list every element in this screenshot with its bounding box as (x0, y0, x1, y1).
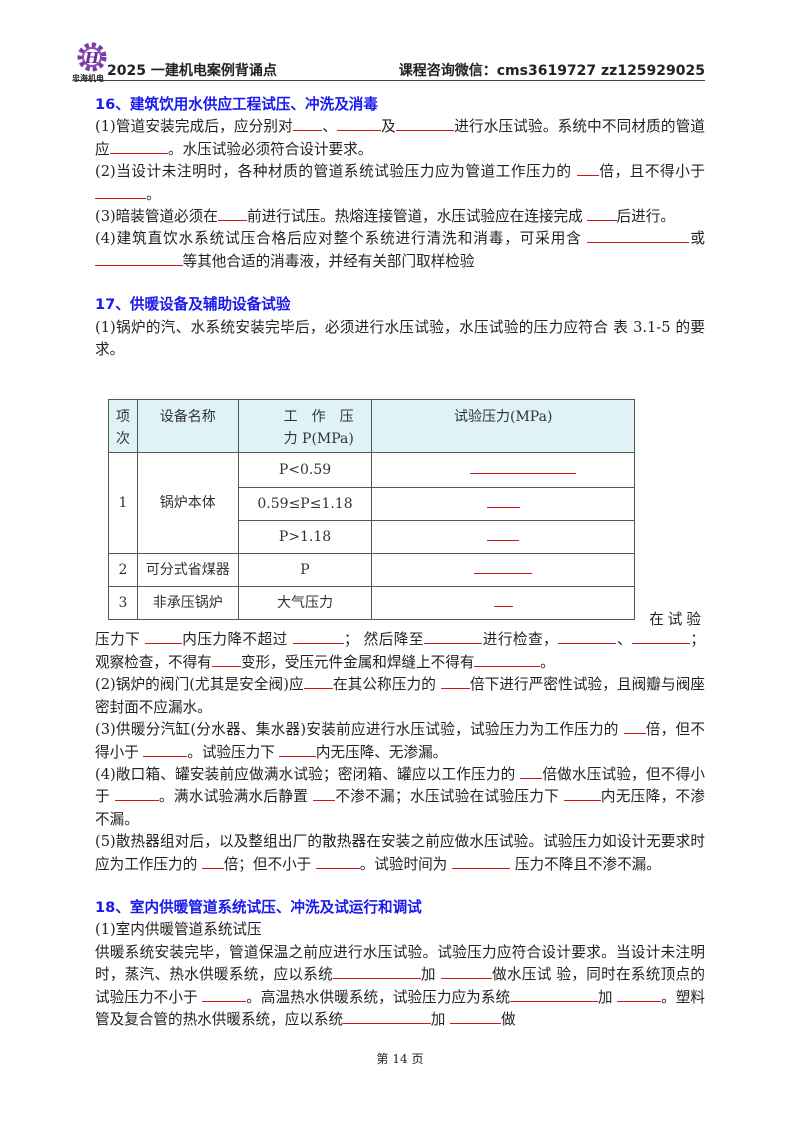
svg-text:H: H (84, 49, 100, 67)
page-content: 16、建筑饮用水供应工程试压、冲洗及消毒 (1)管道安装完成后，应分别对、及进行… (95, 94, 705, 1031)
table-row: P>1.18 (109, 520, 635, 555)
blank (315, 854, 360, 869)
cell-no: 1 (108, 452, 138, 555)
paragraph: 压力下 内压力降不超过 ； 然后降至进行检查，、；观察检查，不得有变形，受压元件… (95, 629, 706, 671)
cell-test-pressure (371, 452, 635, 489)
paragraph: (1)管道安装完成后，应分别对、及进行水压试验。系统中不同材质的管道应。水压试验… (95, 116, 705, 158)
blank (576, 161, 599, 177)
document-title: 2025 一建机电案例背诵点 (107, 63, 277, 79)
pressure-table-wrapper: 项次 设备名称 工 作 压 力 P(MPa) 试验压力(MPa) 1 锅炉本体 … (95, 399, 705, 629)
blank (449, 1009, 502, 1024)
blank (333, 964, 421, 980)
blank (95, 184, 147, 199)
blank (395, 116, 455, 132)
paragraph: 供暖系统安装完毕，管道保温之前应进行水压试验。试验压力应符合设计要求。当设计未注… (95, 943, 706, 1028)
cell-test-pressure (371, 553, 635, 588)
blank (143, 742, 188, 757)
blank (486, 493, 520, 509)
blank (114, 786, 159, 802)
page-number: 第 14 页 (376, 1052, 424, 1066)
blank (211, 652, 241, 667)
blank (217, 206, 248, 222)
blank (201, 854, 224, 869)
pressure-table: 项次 设备名称 工 作 压 力 P(MPa) 试验压力(MPa) 1 锅炉本体 … (108, 399, 635, 621)
cell-no: 2 (108, 553, 138, 588)
after-table-text: 在试验 (649, 611, 705, 629)
header-cell: 工 作 压 力 P(MPa) (237, 399, 373, 454)
cell-test-pressure (371, 520, 635, 555)
table-row: 1 锅炉本体 P<0.59 (108, 452, 635, 555)
header-cell: 设备名称 (136, 399, 239, 454)
page-header: H 忠海机电 2025 一建机电案例背诵点 课程咨询微信：cms3619727 … (72, 42, 705, 83)
header-cell: 项次 (108, 399, 138, 454)
table-row: 3 非承压锅炉 大气压力 (108, 586, 635, 621)
cell-name: 可分式省煤器 (136, 553, 239, 588)
blank (587, 206, 617, 222)
blank (313, 786, 336, 802)
paragraph: (5)散热器组对后，以及整组出厂的散热器在安装之前应做水压试验。试验压力如设计无… (95, 833, 705, 873)
blank (564, 786, 601, 802)
table-row: 2 可分式省煤器 P (108, 553, 635, 588)
cell-pressure: P<0.59 (237, 452, 373, 489)
blank (440, 674, 470, 690)
blank (474, 652, 541, 667)
cell-pressure: 0.59≤P≤1.18 (237, 487, 373, 522)
gear-logo-icon: H (77, 42, 107, 72)
blank (292, 116, 323, 132)
paragraph: (1)锅炉的汽、水系统安装完毕后，必须进行水压试验，水压试验的压力应符合 表 3… (95, 318, 705, 359)
blank (440, 964, 492, 980)
blank (303, 674, 333, 690)
contact-info: 课程咨询微信：cms3619727 zz125929025 (398, 63, 705, 79)
section-17-title: 17、供暖设备及辅助设备试验 (95, 296, 291, 314)
blank (558, 629, 617, 645)
blank (493, 592, 513, 608)
paragraph: (1)室内供暖管道系统试压 (95, 921, 262, 939)
blank (623, 719, 646, 735)
blank (279, 742, 316, 757)
blank (343, 1009, 431, 1024)
paragraph: (2)锅炉的阀门(尤其是安全阀)应在其公称压力的 倍下进行严密性试验，且阀瓣与阀… (95, 674, 705, 716)
blank (487, 526, 520, 542)
blank (587, 228, 690, 244)
blank (337, 116, 381, 132)
blank (632, 629, 691, 645)
cell-name: 锅炉本体 (136, 452, 239, 555)
logo: H 忠海机电 (72, 42, 111, 88)
table-header-row: 项次 设备名称 工 作 压 力 P(MPa) 试验压力(MPa) (108, 399, 635, 454)
cell-pressure: 大气压力 (237, 586, 373, 621)
cell-name: 非承压锅炉 (136, 586, 239, 621)
blank (292, 629, 344, 645)
blank (202, 987, 247, 1002)
blank (423, 629, 483, 645)
paragraph: (4)敞口箱、罐安装前应做满水试验；密闭箱、罐应以工作压力的 倍做水压试验，但不… (95, 764, 706, 828)
cell-no: 3 (108, 586, 138, 621)
paragraph: (2)当设计未注明时，各种材质的管道系统试验压力应为管道工作压力的 倍，且不得小… (95, 161, 705, 203)
cell-pressure: P>1.18 (237, 520, 373, 555)
logo-text: 忠海机电 (72, 74, 104, 83)
blank (617, 987, 662, 1002)
cell-test-pressure (371, 586, 635, 621)
blank (95, 251, 183, 266)
blank (510, 987, 598, 1002)
section-16-title: 16、建筑饮用水供应工程试压、冲洗及消毒 (95, 96, 378, 113)
cell-pressure: P (237, 553, 373, 588)
paragraph: (4)建筑直饮水系统试压合格后应对整个系统进行清洗和消毒，可采用含 或等其他合适… (95, 228, 705, 270)
blank (474, 559, 533, 575)
blank (109, 139, 168, 154)
blank (470, 459, 577, 475)
blank (520, 764, 543, 779)
blank (145, 629, 182, 645)
cell-test-pressure (371, 487, 635, 522)
section-18-title: 18、室内供暖管道系统试压、冲洗及试运行和调试 (95, 898, 422, 916)
paragraph: (3)暗装管道必须在前进行试压。热熔连接管道，水压试验应在连接完成 后进行。 (95, 206, 675, 226)
paragraph: (3)供暖分汽缸(分水器、集水器)安装前应进行水压试验，试验压力为工作压力的 倍… (95, 719, 705, 761)
header-cell: 试验压力(MPa) (371, 399, 635, 454)
blank (451, 854, 511, 869)
table-row: 0.59≤P≤1.18 (109, 487, 635, 522)
